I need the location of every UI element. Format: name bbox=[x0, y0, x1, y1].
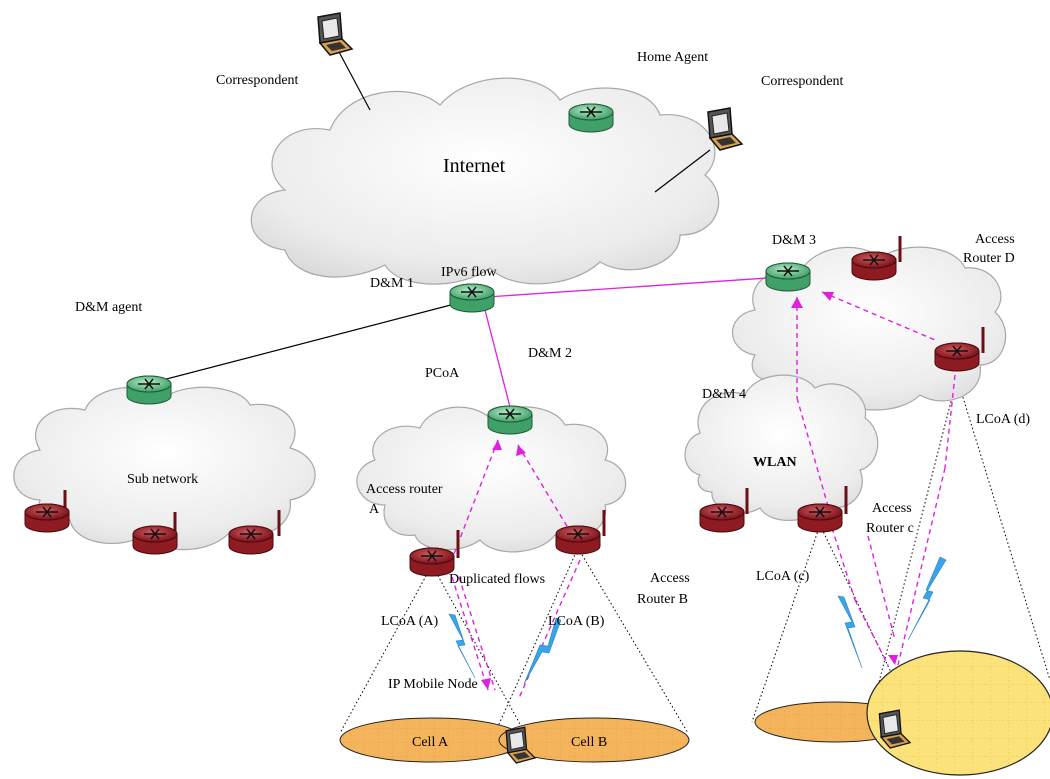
access-router-c-label-1: Access bbox=[872, 501, 912, 516]
access-router-c-label-2: Router c bbox=[866, 521, 914, 536]
correspondent-right-label: Correspondent bbox=[761, 74, 844, 89]
router-icon-dm-agent bbox=[126, 375, 172, 405]
wlan-label: WLAN bbox=[753, 455, 797, 470]
router-icon-access-c bbox=[797, 486, 848, 533]
dm4-label: D&M 4 bbox=[702, 387, 746, 402]
laptop-icon-correspondent-left bbox=[317, 12, 353, 56]
access-router-a-label-1: Access router bbox=[366, 482, 443, 497]
lcoa-a-label: LCoA (A) bbox=[381, 614, 439, 629]
access-router-d-label-2: Router D bbox=[963, 251, 1015, 266]
magenta-links bbox=[471, 276, 783, 408]
cell-b-label: Cell B bbox=[571, 735, 607, 750]
lcoa-b-label: LCoA (B) bbox=[548, 614, 605, 629]
coverage-cones bbox=[339, 377, 1050, 734]
wireless-bolt-icon bbox=[448, 556, 947, 685]
dm1-label: D&M 1 bbox=[370, 276, 414, 291]
internet-cloud bbox=[250, 77, 720, 285]
router-icon-subnet-3 bbox=[228, 510, 281, 555]
router-icon-subnet-1 bbox=[24, 490, 70, 533]
internet-label: Internet bbox=[443, 155, 506, 177]
ip-mobile-node-label: IP Mobile Node bbox=[388, 677, 478, 692]
duplicated-flows-label: Duplicated flows bbox=[449, 572, 545, 587]
router-icon-home-agent bbox=[568, 103, 614, 133]
solid-links bbox=[154, 49, 711, 383]
router-icon-dm1 bbox=[449, 283, 495, 313]
duplicated-flows bbox=[446, 291, 956, 699]
dm3-label: D&M 3 bbox=[772, 233, 816, 248]
cell-a-label: Cell A bbox=[412, 735, 449, 750]
sub-network-label: Sub network bbox=[127, 472, 198, 487]
pcoa-label: PCoA bbox=[425, 366, 460, 381]
router-icon-access-b bbox=[555, 510, 606, 555]
cell-d bbox=[866, 650, 1050, 776]
router-icon-dm3 bbox=[765, 262, 811, 292]
access-router-a-label-2: A bbox=[369, 502, 380, 517]
ipv6-flow-label: IPv6 flow bbox=[441, 265, 498, 280]
router-icon-dm2 bbox=[487, 405, 533, 435]
home-agent-label: Home Agent bbox=[637, 50, 708, 65]
lcoa-d-label: LCoA (d) bbox=[976, 412, 1030, 427]
router-icon-subnet-2 bbox=[132, 512, 178, 555]
access-router-b-label-2: Router B bbox=[637, 592, 688, 607]
dm2-label: D&M 2 bbox=[528, 346, 572, 361]
correspondent-left-label: Correspondent bbox=[216, 73, 299, 88]
router-icon-access-a bbox=[409, 530, 460, 577]
router-icon-wlan-1 bbox=[699, 488, 749, 533]
lcoa-c-label: LCoA (c) bbox=[756, 569, 810, 584]
access-router-d-label-1: Access bbox=[975, 232, 1015, 247]
router-icon-access-d bbox=[934, 327, 985, 372]
access-router-b-label-1: Access bbox=[650, 571, 690, 586]
access-cloud-ab bbox=[356, 406, 627, 553]
cell-b bbox=[498, 717, 690, 763]
dm-agent-label: D&M agent bbox=[75, 300, 142, 315]
router-icon-cloud-d-top bbox=[851, 236, 902, 281]
